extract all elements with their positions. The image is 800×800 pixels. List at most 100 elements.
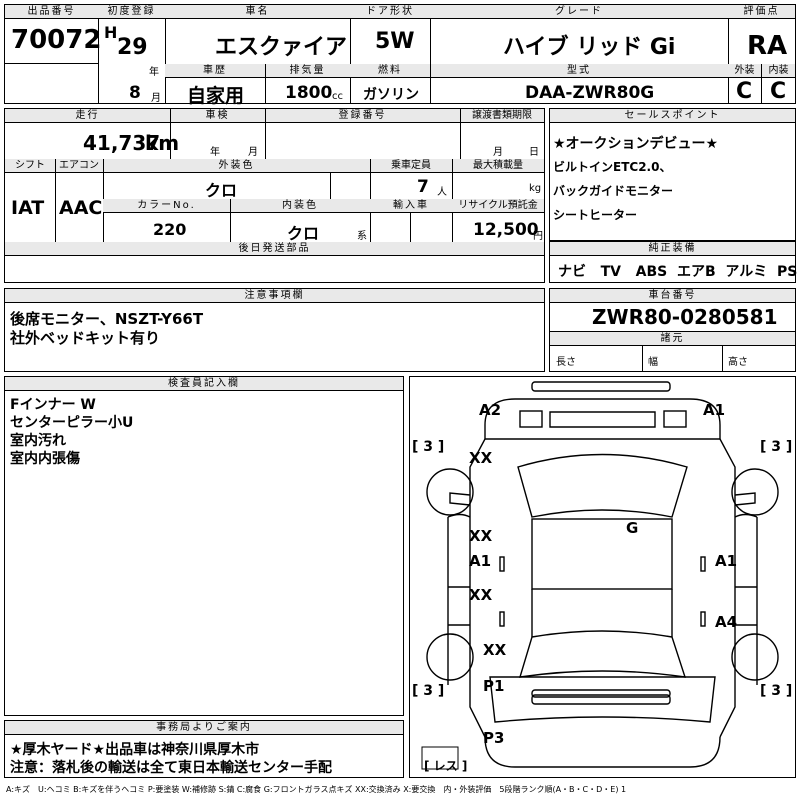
notes-line-2: 社外ベッドキット有り (10, 329, 161, 347)
recycle-fee: 12,500 (473, 220, 539, 240)
reg-year: 29 (117, 35, 148, 60)
lot-number: 70072 (11, 25, 102, 55)
inspector-line-2: センターピラー小U (10, 415, 134, 431)
ext-label: 外装 (728, 64, 761, 78)
equip-airbag: エアB (676, 264, 716, 280)
ac-value: AAC (59, 197, 103, 219)
sales-points-label: セールスポイント (550, 109, 795, 123)
mark-rear-fender-xx: XX (483, 641, 507, 659)
disp-unit: cc (332, 91, 343, 102)
office-line-2: 注意：落札後の輸送は全て東日本輸送センター手配 (10, 760, 332, 776)
month-unit: 月 (151, 93, 161, 104)
shift-value: IAT (11, 197, 45, 219)
capacity: 7 (417, 177, 429, 197)
regno-label: 登録番号 (265, 109, 460, 123)
load-label: 最大積載量 (452, 159, 544, 173)
exterior-color: クロ (205, 181, 238, 200)
sales-line-4: シートヒーター (553, 208, 638, 222)
disp-label: 排気量 (265, 64, 350, 78)
inspect-label: 車検 (170, 109, 265, 123)
inspect-year-unit: 年 (210, 147, 220, 158)
capacity-unit: 人 (437, 187, 447, 198)
equip-navi: ナビ (558, 264, 586, 280)
notes-line-1: 後席モニター、NSZT-Y66T (10, 310, 204, 328)
sales-line-3: バックガイドモニター (553, 184, 674, 198)
dim-length: 長さ (556, 357, 576, 368)
equip-abs: ABS (635, 264, 668, 280)
grade: ハイブ リッド Gi (503, 35, 676, 60)
colorno-label: カラーNo. (103, 199, 230, 213)
interior-color: クロ (287, 224, 320, 243)
intcolor-unit: 系 (357, 231, 367, 242)
door-label: ドア形状 (350, 5, 430, 19)
exterior-grade: C (736, 79, 753, 104)
equip-ps: PS (777, 264, 798, 280)
lot-label: 出品番号 (5, 5, 98, 19)
shift-label: シフト (5, 159, 55, 173)
notes-label: 注意事項欄 (5, 289, 544, 303)
mark-front-bumper-left: A2 (479, 401, 502, 419)
equip-alloy: アルミ (725, 264, 768, 280)
dim-height: 高さ (728, 357, 748, 368)
recycle-label: リサイクル預託金 (452, 199, 544, 213)
import-label: 輸入車 (370, 199, 452, 213)
header-block: 出品番号 初度登録 車名 ドア形状 グレード 評価点 70072 H 29 年 … (4, 4, 796, 107)
mark-windshield: G (626, 519, 639, 537)
office-block: 事務局よりご案内 ★厚木ヤード★出品車は神奈川県厚木市 注意：落札後の輸送は全て… (4, 720, 404, 778)
chassis-label: 車台番号 (550, 289, 795, 303)
model-code: DAA-ZWR80G (525, 83, 655, 103)
tire-rear-left: [ 3 ] (412, 683, 445, 699)
car-name: エスクァイア (215, 35, 348, 60)
recycle-unit: 円 (533, 231, 543, 242)
door-type: 5W (375, 29, 415, 54)
tire-front-left: [ 3 ] (412, 439, 445, 455)
inspector-label: 検査員記入欄 (5, 377, 403, 391)
mark-right-rear-a4: A4 (715, 613, 738, 631)
sales-line-2: ビルトインETC2.0、 (553, 160, 672, 174)
capacity-label: 乗車定員 (370, 159, 452, 173)
notes-block: 注意事項欄 後席モニター、NSZT-Y66T 社外ベッドキット有り (4, 288, 545, 372)
mark-rear-bumper-p3: P3 (483, 729, 505, 747)
equip-tv: TV (600, 264, 622, 280)
fuel: ガソリン (363, 87, 419, 103)
inspector-line-1: Fインナー W (10, 397, 96, 413)
inspector-block: 検査員記入欄 Fインナー W センターピラー小U 室内汚れ 室内内張傷 (4, 376, 404, 716)
grade-label: グレード (430, 5, 728, 19)
equipment-label: 純正装備 (550, 242, 795, 256)
interior-grade: C (770, 79, 787, 104)
year-unit: 年 (149, 67, 159, 78)
mark-front-door-a1: A1 (469, 552, 492, 570)
equipment-block: 純正装備 ナビ TV ABS エアB アルミ PS PW (549, 241, 798, 283)
tire-front-right: [ 3 ] (760, 439, 793, 455)
name-label: 車名 (165, 5, 350, 19)
office-line-1: ★厚木ヤード★出品車は神奈川県厚木市 (10, 742, 260, 758)
inspector-line-4: 室内内張傷 (10, 451, 80, 467)
fuel-label: 燃料 (350, 64, 430, 78)
color-number: 220 (153, 220, 187, 239)
score: RA (747, 31, 788, 61)
tire-rear-right: [ 3 ] (760, 683, 793, 699)
reg-label: 初度登録 (98, 5, 165, 19)
displacement: 1800 (285, 83, 333, 103)
score-label: 評価点 (728, 5, 795, 19)
car-diagram: [ 3 ] [ 3 ] [ 3 ] [ 3 ] [ レス ] A2 A1 XX … (409, 376, 796, 778)
load-unit: kg (529, 183, 542, 194)
transfer-label: 譲渡書類期限 (460, 109, 544, 123)
car-outline (421, 381, 779, 770)
chassis-number: ZWR80-0280581 (592, 305, 778, 329)
intcolor-label: 内装色 (230, 199, 370, 213)
transfer-month-unit: 月 (493, 147, 503, 158)
later-parts-label: 後日発送部品 (5, 242, 544, 256)
chassis-block: 車台番号 ZWR80-0280581 諸元 長さ 幅 高さ (549, 288, 796, 372)
transfer-day-unit: 日 (529, 147, 539, 158)
office-label: 事務局よりご案内 (5, 721, 403, 735)
sales-line-1: ★オークションデビュー★ (553, 136, 719, 152)
mileage-label: 走行 (5, 109, 170, 123)
legend: A:キズ U:ヘコミ B:キズを伴うヘコミ P:要塗装 W:補修跡 S:錆 C:… (6, 785, 627, 794)
ac-label: エアコン (55, 159, 103, 173)
mark-rear-quarter-p1: P1 (483, 677, 505, 695)
era: H (104, 23, 118, 42)
mark-right-door-a1: A1 (715, 552, 738, 570)
sales-points-block: セールスポイント ★オークションデビュー★ ビルトインETC2.0、 バックガイ… (549, 108, 796, 241)
inspector-line-3: 室内汚れ (10, 433, 66, 449)
